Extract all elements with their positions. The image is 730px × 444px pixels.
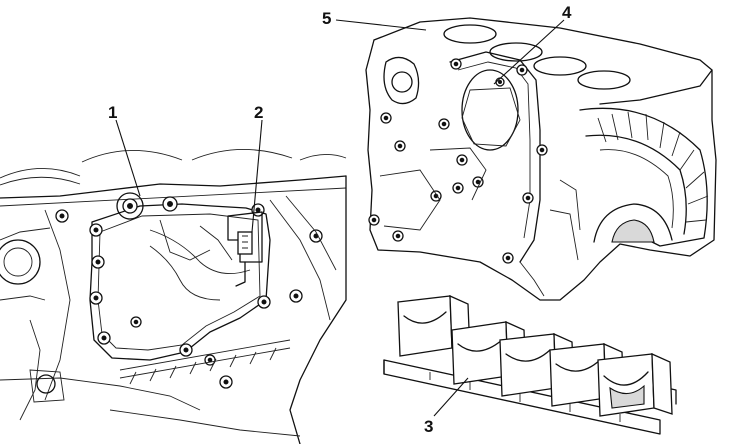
- callout-labels: 1 2 3 4 5: [108, 3, 572, 436]
- left-block-view: [0, 149, 347, 444]
- callout-3: 3: [424, 417, 433, 436]
- callout-leaders: [115, 19, 565, 417]
- leader-2: [251, 119, 263, 233]
- sensor-bracket: [227, 211, 263, 287]
- leader-3: [433, 377, 469, 417]
- callout-5: 5: [322, 9, 331, 28]
- cover-bolts: [55, 196, 271, 357]
- callout-2: 2: [254, 103, 263, 122]
- cap-5: [597, 352, 673, 417]
- leader-4: [493, 19, 565, 85]
- right-block-view: [365, 17, 717, 301]
- callout-1: 1: [108, 103, 117, 122]
- leader-1: [115, 119, 141, 197]
- callout-4: 4: [562, 3, 572, 22]
- bearing-cap-ladder: [383, 294, 677, 435]
- leader-5: [335, 19, 427, 31]
